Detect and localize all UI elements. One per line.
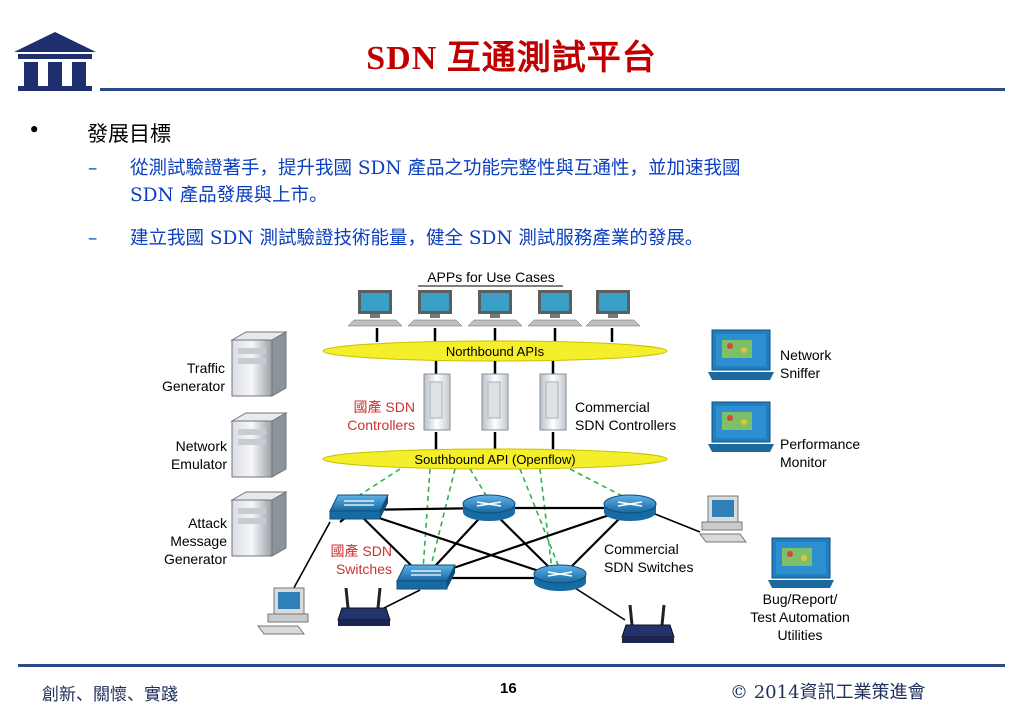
sub-bullet-1: – 從測試驗證著手，提升我國 SDN 產品之功能完整性與互通性，並加速我國 SD… bbox=[88, 155, 1008, 211]
computer-icon bbox=[527, 290, 583, 327]
sub-bullet-1-text: 從測試驗證著手，提升我國 SDN 產品之功能完整性與互通性，並加速我國 SDN … bbox=[130, 155, 1000, 209]
wireless-router-icon bbox=[337, 587, 391, 626]
left-test-servers bbox=[230, 331, 288, 557]
southbound-band bbox=[322, 448, 668, 470]
bug-report-label-2: Test Automation bbox=[750, 609, 850, 625]
bug-report-label-3: Utilities bbox=[777, 627, 822, 643]
attack-generator-label-2: Message bbox=[170, 533, 227, 549]
server-icon bbox=[230, 331, 288, 397]
router-icon bbox=[462, 494, 516, 521]
footer-copyright: © 2014資訊工業策進會 bbox=[730, 682, 926, 703]
router-icon bbox=[533, 564, 587, 591]
southbound-label: Southbound API (Openflow) bbox=[414, 452, 575, 467]
router-icon bbox=[603, 494, 657, 521]
nb-controller-links bbox=[434, 361, 555, 374]
sub-bullet-2: – 建立我國 SDN 測試驗證技術能量，健全 SDN 測試服務產業的發展。 bbox=[88, 225, 1008, 253]
workstation-icon bbox=[708, 401, 774, 452]
commercial-controllers-label-1: Commercial bbox=[575, 399, 650, 415]
footer-slogan: 創新、關懷、實踐 bbox=[42, 685, 178, 705]
sdn-testbed-diagram: APPs for Use Cases Northbound API bbox=[162, 269, 860, 643]
server-icon bbox=[230, 491, 288, 557]
sub-bullet-2-text: 建立我國 SDN 測試驗證技術能量，健全 SDN 測試服務產業的發展。 bbox=[130, 228, 704, 249]
app-computer-icons bbox=[347, 290, 641, 327]
traffic-generator-label-2: Generator bbox=[162, 378, 225, 394]
server-tower-icon bbox=[423, 373, 451, 431]
traffic-generator-label-1: Traffic bbox=[187, 360, 225, 376]
network-emulator-label-1: Network bbox=[176, 438, 228, 454]
switch-icon bbox=[329, 494, 389, 520]
wireless-router-icon bbox=[621, 604, 675, 643]
computer-icon bbox=[467, 290, 523, 327]
desktop-pc-icon bbox=[699, 495, 747, 543]
bullet-main-text: 發展目標 bbox=[87, 122, 171, 146]
sub-bullet-dash: – bbox=[88, 158, 98, 179]
computer-icon bbox=[585, 290, 641, 327]
desktop-pc-icon bbox=[257, 587, 309, 635]
domestic-controllers-label-1: 國產 SDN bbox=[354, 399, 415, 415]
edge-links bbox=[289, 511, 701, 621]
server-tower-icon bbox=[481, 373, 509, 431]
monitoring-stations bbox=[708, 329, 834, 588]
performance-monitor-label-2: Monitor bbox=[780, 454, 827, 470]
domestic-controllers-label-2: Controllers bbox=[347, 417, 415, 433]
bullet-main: • 發展目標 bbox=[22, 118, 322, 148]
commercial-controllers-label-2: SDN Controllers bbox=[575, 417, 676, 433]
network-sniffer-label-1: Network bbox=[780, 347, 832, 363]
network-sniffer-label-2: Sniffer bbox=[780, 365, 821, 381]
domestic-switches-label-2: Switches bbox=[336, 561, 392, 577]
server-icon bbox=[230, 412, 288, 478]
server-tower-icon bbox=[539, 373, 567, 431]
controller-servers bbox=[423, 373, 567, 431]
attack-generator-label-1: Attack bbox=[188, 515, 228, 531]
sub-bullet-1-line-1: 從測試驗證著手，提升我國 SDN 產品之功能完整性與互通性，並加速我國 bbox=[130, 158, 741, 179]
switch-icon bbox=[396, 564, 456, 590]
sub-bullet-1-line-2: SDN 產品發展與上市。 bbox=[130, 185, 328, 206]
controller-sb-links bbox=[434, 432, 555, 450]
workstation-icon bbox=[708, 329, 774, 380]
commercial-switches-label-2: SDN Switches bbox=[604, 559, 693, 575]
title-divider bbox=[100, 88, 1005, 91]
page-number: 16 bbox=[500, 680, 517, 697]
footer-divider bbox=[18, 664, 1005, 667]
commercial-switches-label-1: Commercial bbox=[604, 541, 679, 557]
computer-icon bbox=[347, 290, 403, 327]
app-links bbox=[375, 328, 614, 342]
workstation-icon bbox=[768, 537, 834, 588]
bullet-dot: • bbox=[28, 118, 41, 142]
sub-bullet-dash: – bbox=[88, 228, 98, 249]
network-emulator-label-2: Emulator bbox=[171, 456, 227, 472]
computer-icon bbox=[407, 290, 463, 327]
northbound-label: Northbound APIs bbox=[446, 344, 545, 359]
apps-label: APPs for Use Cases bbox=[427, 269, 555, 285]
attack-generator-label-3: Generator bbox=[164, 551, 227, 567]
slide-title: SDN 互通測試平台 bbox=[366, 40, 657, 77]
bug-report-label-1: Bug/Report/ bbox=[763, 591, 838, 607]
iii-logo bbox=[14, 32, 96, 91]
performance-monitor-label-1: Performance bbox=[780, 436, 860, 452]
domestic-switches-label-1: 國產 SDN bbox=[331, 543, 392, 559]
